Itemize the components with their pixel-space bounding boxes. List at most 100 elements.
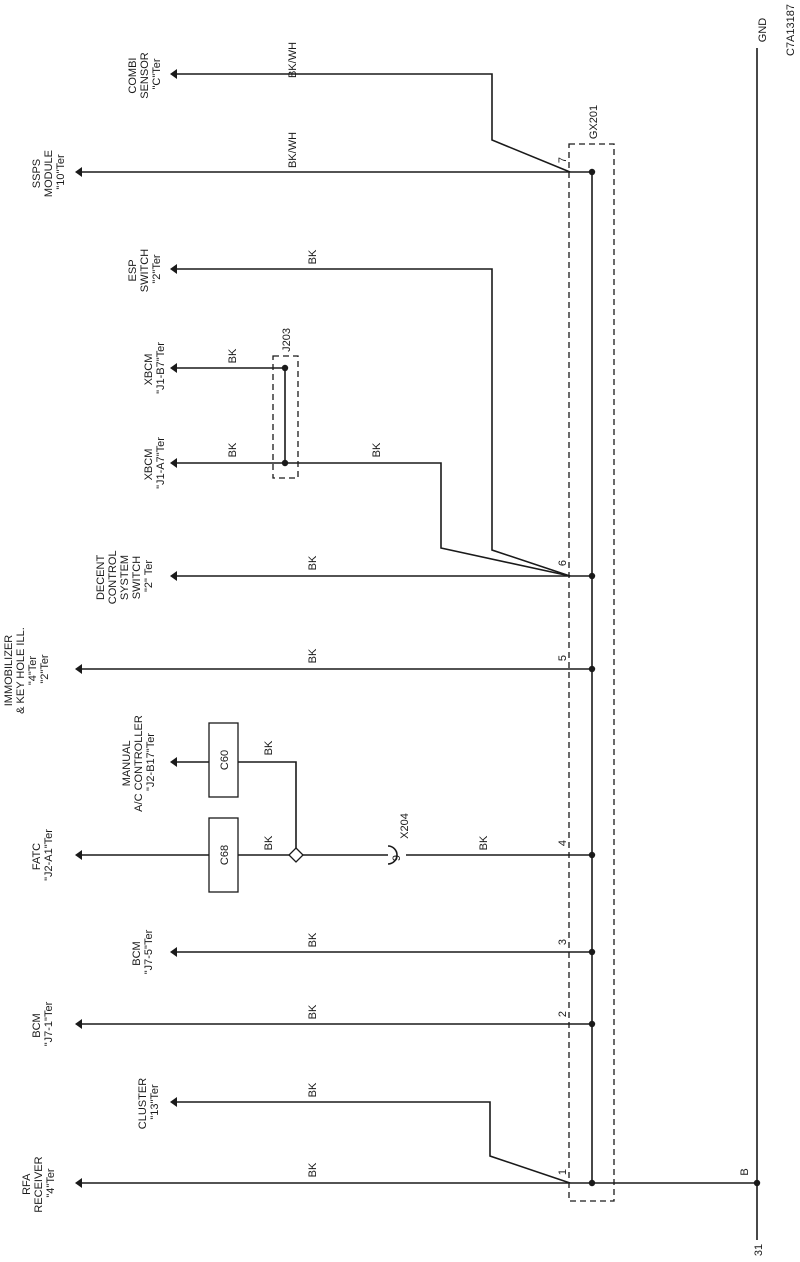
rfa-receiver-label: RFA RECEIVER "4"Ter — [21, 1153, 57, 1212]
ssps-module-label-line1: SSPS — [31, 159, 43, 188]
bcm-j7-1-terminal-arrow — [75, 1019, 82, 1029]
rfa-receiver-splice-dot — [588, 1179, 596, 1187]
x204-pin: 9 — [391, 855, 403, 861]
combi-sensor-label-line1: COMBI — [127, 58, 139, 94]
cluster-label-line1: CLUSTER — [137, 1078, 149, 1129]
esp-switch-terminal-arrow — [170, 264, 177, 274]
xbcm-a7-terminal-arrow — [170, 458, 177, 468]
manual-ac-terminal-arrow — [170, 757, 177, 767]
fatc-label-line2: "J2-A1"Ter — [43, 829, 55, 881]
combi-sensor-wire-color: BK/WH — [287, 42, 299, 78]
xbcm-b7-label: XBCM "J1-B7"Ter — [143, 342, 167, 394]
combi-sensor-label: COMBI SENSOR "C"Ter — [127, 49, 163, 99]
xbcm-a7-label-line1: XBCM — [143, 449, 155, 481]
ssps-module-label-line2: MODULE — [43, 150, 55, 197]
c60-label: C60 — [219, 750, 231, 770]
ssps-module-label: SSPS MODULE "10"Ter — [31, 147, 67, 197]
drawing-id: C7A13187 — [785, 4, 797, 56]
bcm-j7-5-label-line1: BCM — [131, 941, 143, 965]
ground-terminal-31: 31 — [753, 1244, 765, 1256]
immobilizer-wire-color: BK — [307, 648, 319, 663]
immobilizer-label: IMMOBILIZER & KEY HOLE ILL. "4"Ter "2"Te… — [3, 624, 51, 714]
esp-switch-label-line2: SWITCH — [139, 249, 151, 292]
bcm-j7-5-label: BCM "J7-5"Ter — [131, 929, 155, 974]
rfa-receiver-wire-color: BK — [307, 1162, 319, 1177]
bcm-j7-5-label-line2: "J7-5"Ter — [143, 929, 155, 974]
fatc-splice-diamond — [288, 847, 304, 863]
immobilizer-splice-dot — [588, 665, 596, 673]
ssps-module-label-line3: "10"Ter — [55, 154, 67, 190]
fatc-terminal-arrow — [75, 850, 82, 860]
immobilizer-label-line2: & KEY HOLE ILL. — [15, 627, 27, 714]
rfa-receiver-label-line1: RFA — [21, 1173, 33, 1195]
esp-switch-label-line3: "2"Ter — [151, 254, 163, 284]
xbcm-b7-label-line1: XBCM — [143, 354, 155, 386]
cluster-wire-color: BK — [307, 1082, 319, 1097]
esp-switch-label: ESP SWITCH "2"Ter — [127, 246, 163, 292]
immobilizer-label-line3: "4"Ter — [27, 656, 39, 686]
fatc-splice-dot — [588, 851, 596, 859]
immobilizer-label-line1: IMMOBILIZER — [3, 635, 15, 707]
decent-control-label-line1: DECENT — [95, 555, 107, 601]
decent-control-wire-color: BK — [307, 555, 319, 570]
fatc-wire-color: BK — [263, 835, 275, 850]
fatc-pin: 4 — [557, 840, 569, 846]
immobilizer-label-line4: "2"Ter — [39, 654, 51, 684]
xbcm-a7-to-splice-wire — [285, 462, 571, 577]
decent-control-label: DECENT CONTROL SYSTEM SWITCH "2" Ter — [95, 548, 155, 604]
manual-ac-label-line1: MANUAL — [121, 741, 133, 787]
bcm-j7-1-splice-dot — [588, 1020, 596, 1028]
manual-ac-label: MANUAL A/C CONTROLLER "J2-B17"Ter — [121, 712, 157, 812]
bcm-j7-1-wire-color: BK — [307, 1004, 319, 1019]
esp-switch-label-line1: ESP — [127, 260, 139, 282]
esp-switch-wire-color: BK — [307, 249, 319, 264]
decent-control-label-line5: "2" Ter — [143, 560, 155, 592]
xbcm-a7-wire2-color: BK — [371, 442, 383, 457]
bcm-j7-1-label: BCM "J7-1"Ter — [31, 1001, 55, 1046]
manual-ac-wire-right — [238, 761, 297, 848]
decent-control-splice-dot — [588, 572, 596, 580]
decent-control-label-line2: CONTROL — [107, 551, 119, 605]
rfa-receiver-pin: 1 — [557, 1169, 569, 1175]
ssps-module-wire-color: BK/WH — [287, 132, 299, 168]
xbcm-b7-label-line2: "J1-B7"Ter — [155, 342, 167, 394]
junction-j203-box — [272, 355, 299, 479]
gnd-label: GND — [757, 18, 769, 43]
cluster-wire — [177, 1101, 571, 1184]
decent-control-label-line3: SYSTEM — [119, 555, 131, 600]
manual-ac-label-line2: A/C CONTROLLER — [133, 715, 145, 812]
xbcm-b7-terminal-arrow — [170, 363, 177, 373]
combi-sensor-wire — [177, 73, 571, 173]
bcm-j7-1-pin: 2 — [557, 1011, 569, 1017]
fatc-label-line1: FATC — [31, 843, 43, 870]
rfa-receiver-label-line3: "4"Ter — [45, 1168, 57, 1198]
cluster-label: CLUSTER "13"Ter — [137, 1075, 161, 1129]
bcm-j7-5-pin: 3 — [557, 939, 569, 945]
bcm-j7-5-terminal-arrow — [170, 947, 177, 957]
fatc-label: FATC "J2-A1"Ter — [31, 829, 55, 881]
ssps-module-terminal-arrow — [75, 167, 82, 177]
immobilizer-pin: 5 — [557, 655, 569, 661]
cluster-terminal-arrow — [170, 1097, 177, 1107]
decent-control-pin: 6 — [557, 560, 569, 566]
combi-sensor-label-line2: SENSOR — [139, 52, 151, 99]
bcm-j7-5-splice-dot — [588, 948, 596, 956]
bcm-j7-1-label-line1: BCM — [31, 1013, 43, 1037]
xbcm-a7-wire-color: BK — [227, 442, 239, 457]
decent-control-label-line4: SWITCH — [131, 556, 143, 599]
ssps-module-pin: 7 — [557, 157, 569, 163]
bcm-j7-1-label-line2: "J7-1"Ter — [43, 1001, 55, 1046]
ssps-module-splice-dot — [588, 168, 596, 176]
ground-tie-dot — [753, 1179, 761, 1187]
combi-sensor-label-line3: "C"Ter — [151, 58, 163, 89]
immobilizer-terminal-arrow — [75, 664, 82, 674]
junction-j203-label: J203 — [281, 328, 293, 352]
cluster-label-line2: "13"Ter — [149, 1084, 161, 1120]
combi-sensor-terminal-arrow — [170, 69, 177, 79]
ground-pin-b: B — [739, 1168, 751, 1175]
manual-ac-wire-color: BK — [263, 740, 275, 755]
splice-gx201-label: GX201 — [588, 105, 600, 139]
esp-switch-wire — [177, 268, 571, 577]
